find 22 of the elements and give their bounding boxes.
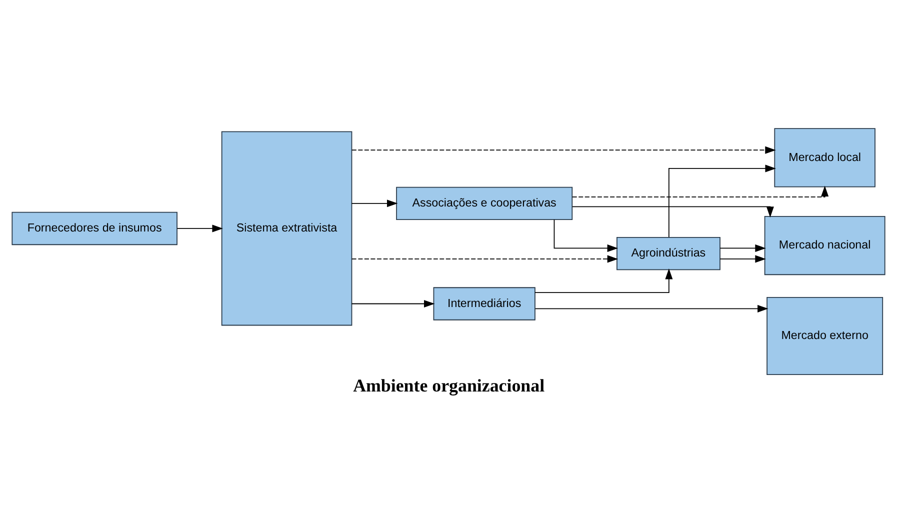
arrow [351, 299, 435, 308]
arrow [351, 199, 398, 207]
node-box: Sistema extrativista [221, 130, 352, 326]
arrow [534, 268, 673, 292]
node-box: Mercado externo [766, 296, 884, 374]
node-box: Agroindústrias [616, 236, 720, 270]
arrow [352, 146, 776, 154]
node-box: Fornecedores de insumos [12, 211, 178, 245]
caption: Ambiente organizacional [353, 375, 545, 396]
node-box: Intermediários [433, 286, 536, 320]
arrow [572, 206, 774, 217]
arrow [352, 254, 618, 262]
arrow [720, 254, 766, 262]
node-box: Mercado local [774, 128, 876, 187]
arrow [668, 164, 776, 238]
arrow [534, 304, 768, 312]
arrow [176, 224, 223, 232]
arrow [554, 218, 618, 252]
node-box: Associações e cooperativas [396, 186, 573, 220]
arrow [720, 244, 766, 252]
node-box: Mercado nacional [764, 215, 886, 275]
arrow [572, 185, 829, 197]
